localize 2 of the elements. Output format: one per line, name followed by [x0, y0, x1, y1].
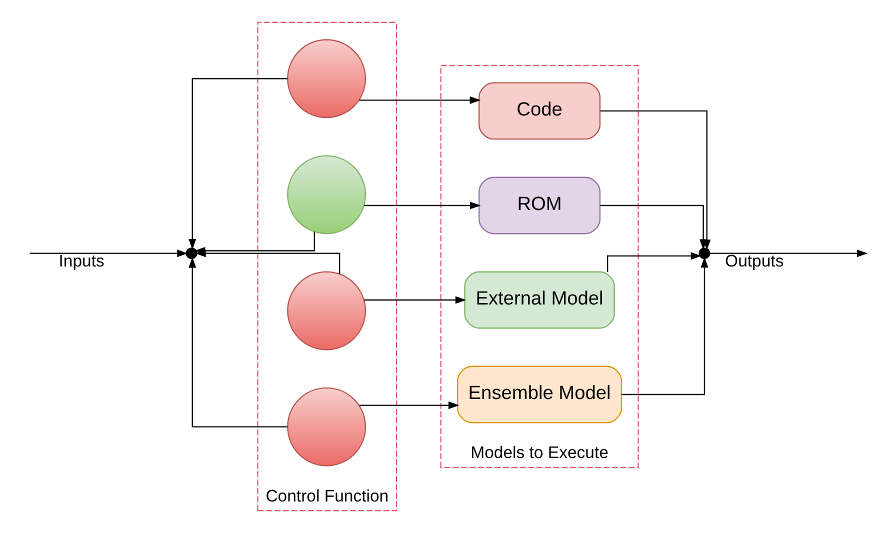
edge-label: Outputs	[725, 252, 784, 271]
edge-label: Inputs	[58, 252, 104, 271]
